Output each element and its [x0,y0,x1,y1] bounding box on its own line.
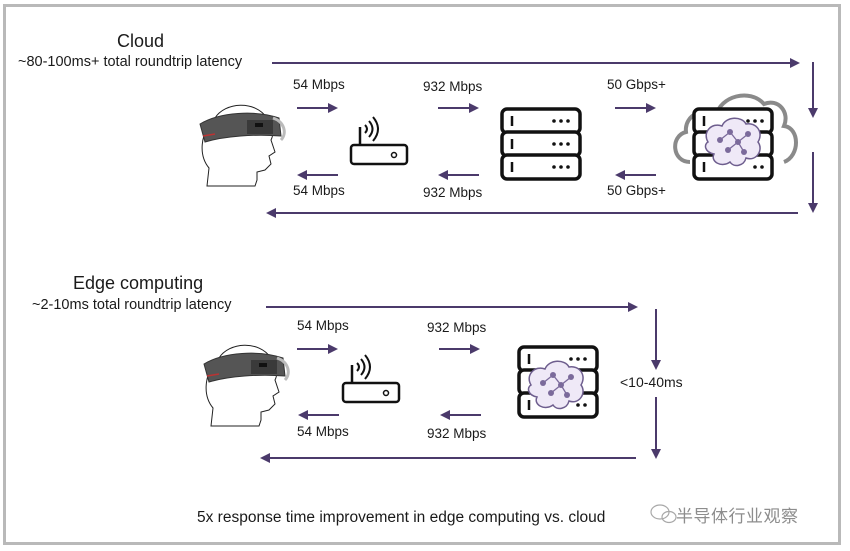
edge-link1-down-rate: 54 Mbps [297,424,349,439]
server-rack-icon [500,107,582,181]
headset-user-icon [199,104,286,187]
cloud-link2-up-rate: 932 Mbps [423,79,483,94]
edge-latency-label: ~2-10ms total roundtrip latency [32,297,232,313]
cloud-ai-server-icon [673,93,798,181]
footer-caption: 5x response time improvement in edge com… [197,509,606,526]
edge-section-title: Edge computing [73,273,204,293]
wifi-router-icon [349,116,409,166]
edge-ai-server-icon [517,345,599,419]
cloud-link3-down-rate: 50 Gbps+ [607,183,666,198]
edge-processing-time: <10-40ms [620,374,683,390]
diagram-frame [3,4,841,545]
cloud-link1-down-rate: 54 Mbps [293,183,345,198]
cloud-link2-down-rate: 932 Mbps [423,185,483,200]
watermark-logo-icon [650,504,677,524]
cloud-link3-up-rate: 50 Gbps+ [607,77,666,92]
brain-icon [704,117,761,167]
watermark-text: 半导体行业观察 [676,507,799,526]
edge-link2-down-rate: 932 Mbps [427,426,487,441]
edge-link2-up-rate: 932 Mbps [427,320,487,335]
edge-link1-up-rate: 54 Mbps [297,318,349,333]
cloud-link1-up-rate: 54 Mbps [293,77,345,92]
brain-icon-edge [527,360,584,410]
cloud-latency-label: ~80-100ms+ total roundtrip latency [18,54,243,70]
cloud-section-title: Cloud [117,31,165,51]
wifi-router-icon-edge [341,354,401,404]
headset-user-icon-edge [203,344,290,427]
